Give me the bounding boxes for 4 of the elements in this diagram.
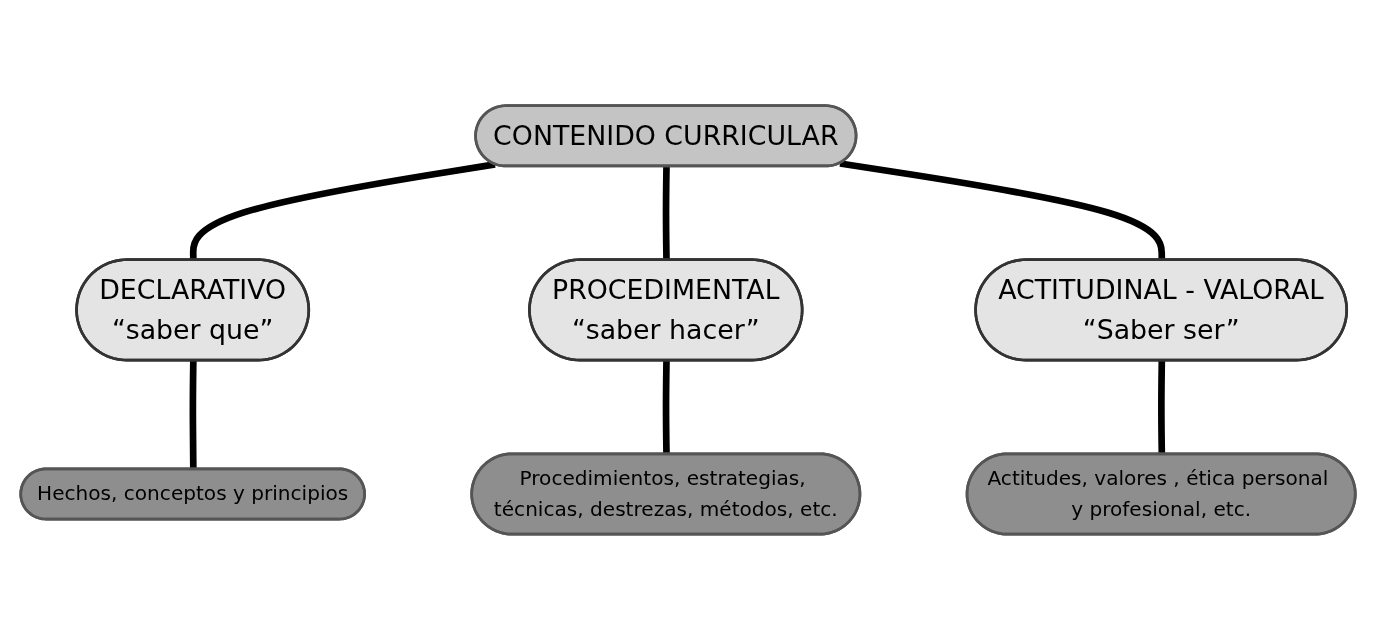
connector	[189, 360, 197, 470]
connector	[1158, 360, 1166, 455]
connector	[662, 166, 670, 261]
connector	[662, 360, 670, 455]
